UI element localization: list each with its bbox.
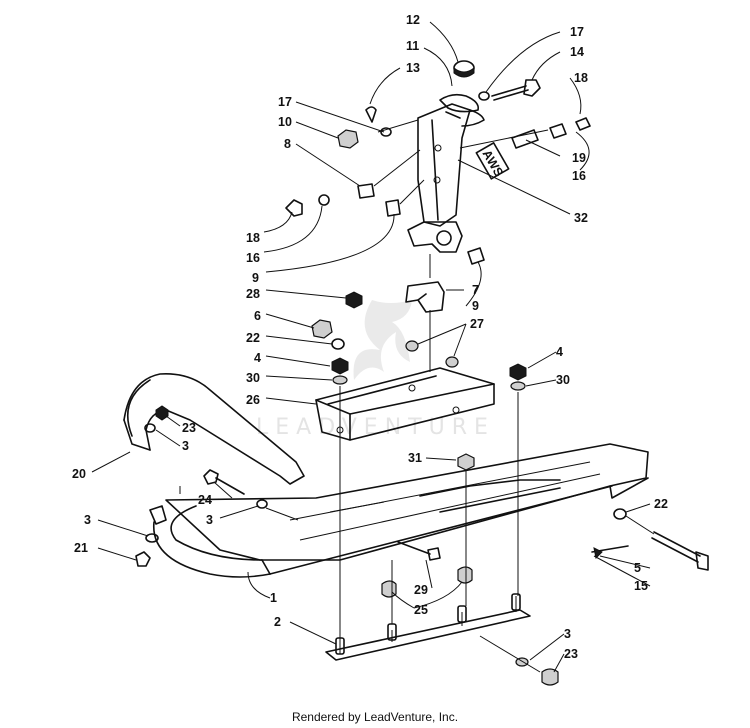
decal-text: AWS [480,147,506,179]
callout-16: 16 [572,169,586,183]
callout-26: 26 [246,393,260,407]
credit-text: Rendered by LeadVenture, Inc. [291,710,459,724]
callout-12: 12 [406,13,420,27]
callout-19: 19 [572,151,586,165]
callout-30: 30 [246,371,260,385]
callout-7: 7 [472,283,479,297]
callout-2: 2 [274,615,281,629]
callout-17: 17 [570,25,584,39]
saddle-group [311,281,527,471]
spindle-group: AWS [285,60,591,372]
callout-23: 23 [182,421,196,435]
callout-20: 20 [72,467,86,481]
callout-22: 22 [246,331,260,345]
callout-labels: 12 11 17 14 13 18 17 10 8 19 16 32 18 16… [72,13,668,661]
callout-4: 4 [556,345,563,359]
callout-4: 4 [254,351,261,365]
callout-28: 28 [246,287,260,301]
callout-16: 16 [246,251,260,265]
callout-8: 8 [284,137,291,151]
callout-11: 11 [406,39,419,53]
callout-3: 3 [564,627,571,641]
callout-5: 5 [634,561,641,575]
callout-9: 9 [472,299,479,313]
callout-32: 32 [574,211,588,225]
callout-24: 24 [198,493,212,507]
callout-9: 9 [252,271,259,285]
leader-lines [91,21,651,673]
callout-18: 18 [246,231,260,245]
callout-30: 30 [556,373,570,387]
callout-6: 6 [254,309,261,323]
callout-10: 10 [278,115,292,129]
callout-23: 23 [564,647,578,661]
callout-3: 3 [206,513,213,527]
ski-group [123,373,709,686]
callout-13: 13 [406,61,420,75]
watermark-text: LEADVENTURE [256,415,495,440]
watermark: LEADVENTURE [256,300,495,440]
callout-3: 3 [84,513,91,527]
callout-15: 15 [634,579,648,593]
callout-21: 21 [74,541,88,555]
callout-1: 1 [270,591,277,605]
callout-17: 17 [278,95,292,109]
callout-3: 3 [182,439,189,453]
callout-29: 29 [414,583,428,597]
callout-27: 27 [470,317,484,331]
callout-25: 25 [414,603,428,617]
callout-14: 14 [570,45,584,59]
callout-31: 31 [408,451,422,465]
callout-18: 18 [574,71,588,85]
callout-22: 22 [654,497,668,511]
